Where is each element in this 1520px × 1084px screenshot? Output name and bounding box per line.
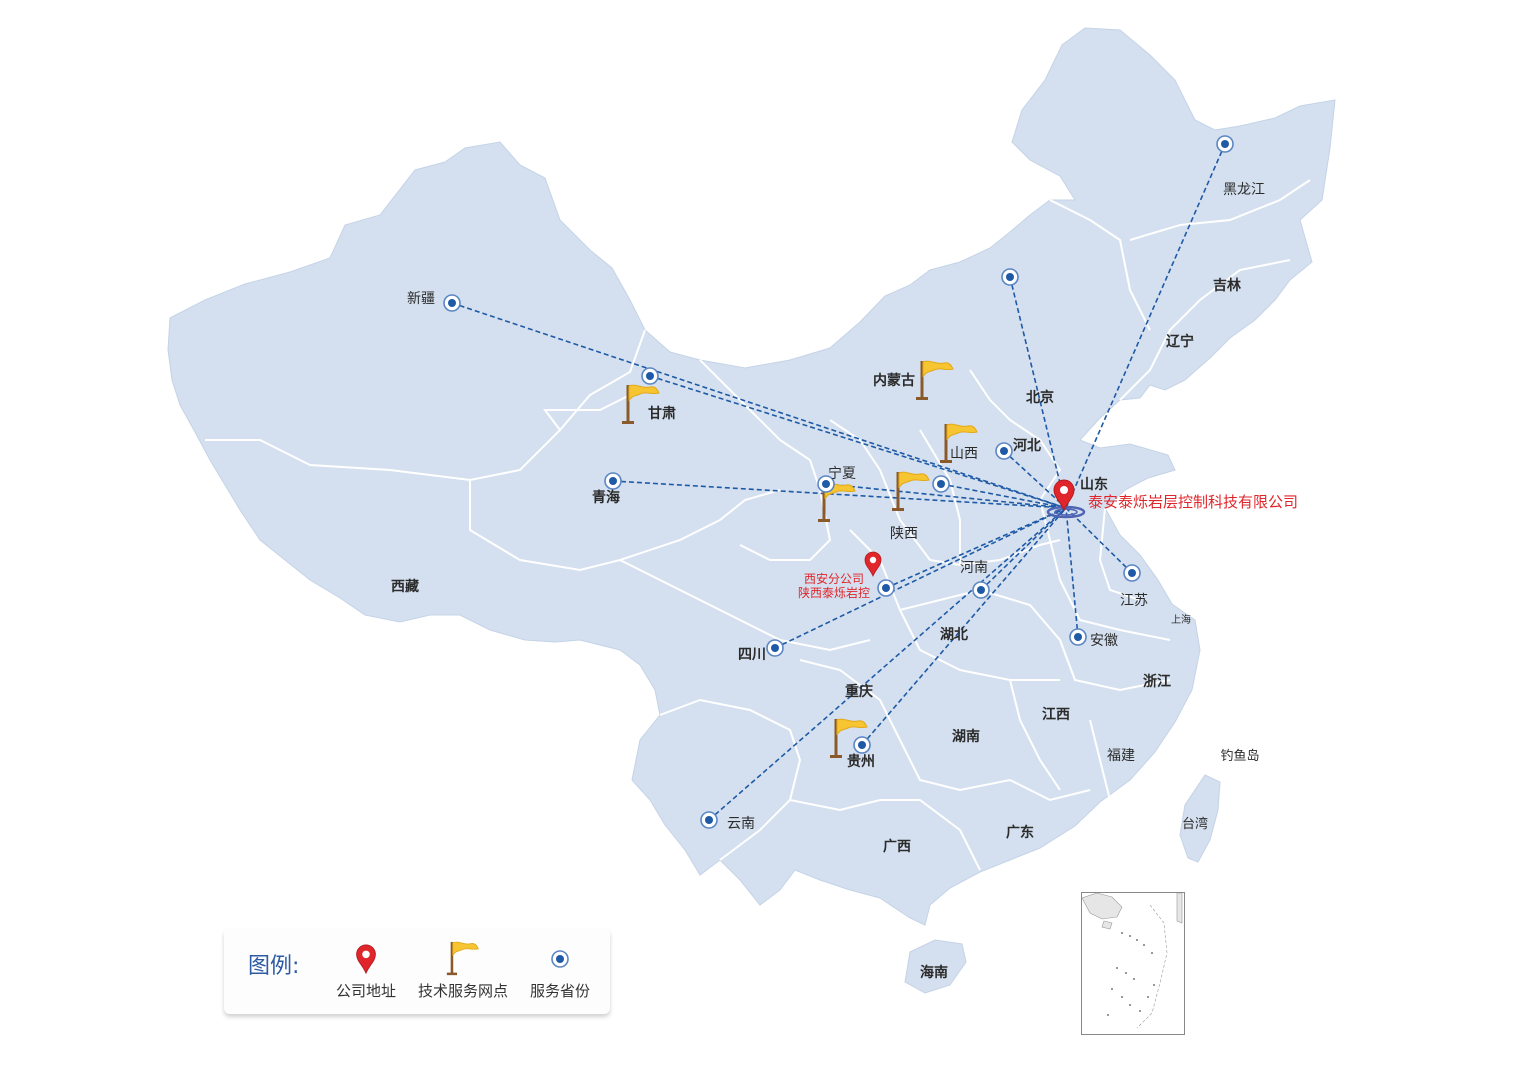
route-line [861, 507, 1067, 746]
company-label: 泰安泰烁岩层控制科技有限公司 [1088, 493, 1298, 511]
target-dot-icon[interactable] [1001, 268, 1019, 286]
target-dot-icon[interactable] [1123, 564, 1141, 582]
province-label-neimenggu: 内蒙古 [873, 372, 915, 389]
target-dot-icon[interactable] [853, 736, 871, 754]
legend-item-company: 公司地址 [336, 940, 396, 1001]
province-label-jiangsu: 江苏 [1120, 593, 1148, 609]
route-line [1003, 450, 1067, 509]
province-label-hubei: 湖北 [940, 627, 968, 643]
province-label-anhui: 安徽 [1090, 633, 1118, 649]
route-line [774, 507, 1067, 649]
china-mainland-shape [167, 27, 1336, 926]
target-dot-icon[interactable] [641, 367, 659, 385]
legend-label: 服务省份 [530, 982, 591, 1000]
province-label-guangdong: 广东 [1006, 824, 1034, 841]
target-dot-icon[interactable] [1069, 628, 1087, 646]
service-routes [451, 143, 1226, 821]
legend-label: 公司地址 [336, 982, 397, 1000]
target-dot-icon[interactable] [766, 639, 784, 657]
province-label-ningxia: 宁夏 [828, 465, 856, 482]
company-marker[interactable] [1046, 479, 1086, 519]
province-label-taiwan: 台湾 [1182, 816, 1208, 832]
legend-item-point: 服务省份 [530, 940, 590, 1001]
route-line [612, 480, 1067, 509]
target-dot-icon[interactable] [972, 581, 990, 599]
province-label-shaanxi: 陕西 [890, 526, 918, 542]
hainan-island-shape [904, 939, 967, 994]
province-label-heilongjiang: 黑龙江 [1223, 182, 1265, 198]
province-label-guangxi: 广西 [883, 838, 911, 855]
province-label-xinjiang: 新疆 [407, 291, 435, 307]
province-label-hunan: 湖南 [952, 728, 980, 745]
province-label-diaoyudao: 钓鱼岛 [1220, 748, 1259, 764]
target-dot-icon[interactable] [443, 294, 461, 312]
branch-label-line2: 陕西泰烁岩控 [798, 585, 870, 600]
target-dot-icon[interactable] [604, 472, 622, 490]
south-china-sea-inset [1081, 892, 1185, 1035]
province-label-chongqing: 重庆 [845, 683, 873, 700]
province-label-zhejiang: 浙江 [1143, 673, 1171, 690]
route-line [708, 507, 1067, 821]
flag-icon [446, 941, 479, 976]
province-label-gansu: 甘肃 [648, 405, 676, 422]
province-label-jilin: 吉林 [1213, 277, 1241, 294]
province-label-shanxi: 山西 [950, 446, 978, 462]
legend-item-flag: 技术服务网点 [418, 940, 508, 1001]
province-label-yunnan: 云南 [727, 816, 755, 832]
province-label-jiangxi: 江西 [1042, 706, 1070, 723]
target-dot-icon [551, 950, 569, 968]
province-label-beijing: 北京 [1026, 389, 1054, 406]
taiwan-island-shape [1179, 774, 1221, 863]
province-label-shanghai: 上海 [1171, 613, 1191, 626]
legend-label: 技术服务网点 [418, 982, 509, 1000]
target-dot-icon[interactable] [932, 475, 950, 493]
route-line [451, 302, 1067, 509]
target-dot-icon[interactable] [877, 579, 895, 597]
target-dot-icon[interactable] [700, 811, 718, 829]
province-label-sichuan: 四川 [738, 647, 766, 663]
province-label-xizang: 西藏 [391, 578, 419, 595]
province-label-liaoning: 辽宁 [1166, 333, 1194, 350]
target-dot-icon[interactable] [995, 442, 1013, 460]
province-label-hainan: 海南 [920, 964, 948, 981]
route-line [649, 375, 1067, 509]
province-label-henan: 河南 [960, 560, 988, 576]
route-line [825, 483, 1067, 509]
route-line [1065, 507, 1079, 638]
province-label-fujian: 福建 [1107, 748, 1135, 764]
province-label-guizhou: 贵州 [847, 753, 875, 770]
branch-label-line1: 西安分公司 [804, 571, 864, 586]
target-dot-icon[interactable] [1216, 135, 1234, 153]
map-pin-icon [356, 944, 376, 974]
legend-panel: 图例: 公司地址 技术服务网点 服务省份 [224, 928, 610, 1014]
province-label-hebei: 河北 [1013, 437, 1041, 454]
province-label-qinghai: 青海 [592, 489, 620, 506]
province-label-shandong: 山东 [1080, 476, 1108, 493]
route-line [885, 507, 1067, 589]
route-line [1065, 143, 1226, 509]
route-line [940, 483, 1067, 509]
legend-title: 图例: [248, 954, 300, 979]
inset-map [1081, 892, 1183, 1029]
route-line [980, 507, 1067, 591]
